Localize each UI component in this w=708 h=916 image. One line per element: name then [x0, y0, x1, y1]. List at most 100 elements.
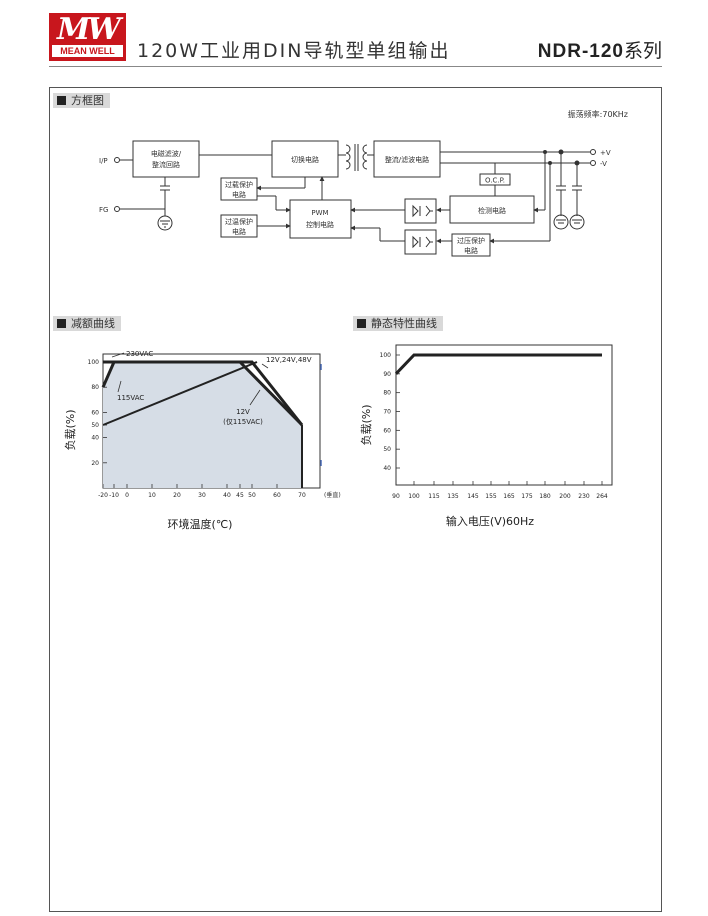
document-title: 120W工业用DIN导轨型单组输出 — [137, 40, 451, 62]
ground-symbol-icon — [157, 215, 173, 231]
static-heading: 静态特性曲线 — [353, 316, 443, 331]
y-tick-label: 100 — [88, 359, 100, 366]
x-tick-label: -10 — [109, 492, 119, 499]
y-tick-label: 90 — [383, 371, 391, 378]
content-frame — [49, 87, 662, 912]
x-tick-label: 175 — [521, 493, 533, 500]
series-suffix: 系列 — [623, 40, 662, 62]
vplus-terminal — [590, 149, 596, 155]
square-bullet-icon — [357, 319, 366, 328]
brand-logo: MW MEAN WELL — [49, 13, 126, 61]
fg-terminal — [114, 206, 120, 212]
label-115vac: 115VAC — [117, 394, 144, 402]
x-tick-label: 40 — [223, 492, 231, 499]
derating-x-ticks: -20-10 0 10 20 30 40 45 50 60 70 — [98, 484, 306, 499]
x-tick-label: 0 — [125, 492, 129, 499]
y-tick-label: 60 — [383, 427, 391, 434]
ocp-label: O.C.P. — [485, 177, 505, 185]
x-tick-label: 115 — [428, 493, 440, 500]
x-tick-label: 20 — [173, 492, 181, 499]
header-rule — [49, 66, 662, 67]
y-tick-label: 50 — [383, 446, 391, 453]
derating-xlabel: 环境温度(℃) — [168, 517, 233, 531]
x-tick-label: 50 — [248, 492, 256, 499]
vplus-label: +V — [600, 149, 611, 157]
x-tick-label: -20 — [98, 492, 108, 499]
logo-text: MEAN WELL — [52, 45, 123, 57]
y-tick-label: 80 — [91, 384, 99, 391]
y-tick-label: 80 — [383, 390, 391, 397]
x-tick-label: 155 — [485, 493, 497, 500]
ip-label: I/P — [99, 157, 108, 165]
x-tick-label: 200 — [559, 493, 571, 500]
static-xlabel: 输入电压(V)60Hz — [446, 514, 534, 528]
y-tick-label: 70 — [383, 409, 391, 416]
x-tick-label: 165 — [503, 493, 515, 500]
rectifier-block — [373, 140, 441, 178]
olp-label-1: 过载保护 — [225, 180, 253, 189]
label-230vac: 230VAC — [126, 350, 153, 358]
x-tick-label: 10 — [148, 492, 156, 499]
ip-terminal — [114, 157, 120, 163]
label-12-24-48v: 12V,24V,48V — [266, 356, 312, 364]
vminus-terminal — [590, 160, 596, 166]
rectifier-label: 整流/滤波电路 — [385, 155, 429, 164]
otp-label-2: 电路 — [232, 227, 246, 236]
x-tick-label: 264 — [596, 493, 608, 500]
x-tick-label: 90 — [392, 493, 400, 500]
y-tick-label: 20 — [91, 460, 99, 467]
optocoupler-1-icon — [404, 198, 437, 224]
y-tick-label: 60 — [91, 409, 99, 416]
ovp-block — [451, 233, 491, 257]
switching-label: 切换电路 — [291, 155, 319, 164]
static-series-line — [394, 353, 602, 375]
block-diagram: 振荡频率:70KHz I/P FG 电磁滤波/ 整流回路 切换电路 — [99, 109, 628, 257]
x-tick-label: 70 — [298, 492, 306, 499]
ovp-label-2: 电路 — [464, 246, 478, 255]
x-tick-label: 30 — [198, 492, 206, 499]
block-diagram-heading: 方框图 — [53, 93, 110, 108]
x-tick-label: 145 — [467, 493, 479, 500]
derating-heading: 减额曲线 — [53, 316, 121, 331]
emi-label-2: 整流回路 — [152, 160, 180, 169]
x-tick-label: 100 — [408, 493, 420, 500]
ovp-label-1: 过压保护 — [457, 236, 485, 245]
static-y-ticks: 40 50 60 70 80 90 100 — [380, 352, 400, 472]
y-tick-label: 100 — [380, 352, 392, 359]
y-tick-label: 40 — [383, 465, 391, 472]
derating-shaded-area — [103, 362, 302, 488]
label-12v-note: (仅115VAC) — [223, 417, 263, 426]
series-line-12-24-48v — [102, 361, 258, 426]
series-title: NDR-120系列 — [538, 36, 662, 63]
ground-symbol-icon — [553, 214, 569, 230]
square-bullet-icon — [57, 96, 66, 105]
logo-mark: MW — [57, 12, 121, 47]
pwm-label-1: PWM — [311, 209, 328, 217]
x-tick-label: 180 — [539, 493, 551, 500]
pwm-block — [289, 199, 352, 239]
x-tick-label: 60 — [273, 492, 281, 499]
derating-ylabel: 负载(%) — [63, 409, 77, 450]
series-line-12v — [238, 360, 304, 427]
y-tick-label: 40 — [91, 435, 99, 442]
ground-symbol-icon — [569, 214, 585, 230]
otp-label-1: 过温保护 — [225, 217, 253, 226]
vminus-label: -V — [600, 160, 607, 168]
static-plot-frame — [395, 344, 613, 486]
x-tick-label: 45 — [236, 492, 244, 499]
label-12v: 12V — [236, 408, 250, 416]
fg-label: FG — [99, 206, 108, 214]
square-bullet-icon — [57, 319, 66, 328]
transformer-secondary — [362, 144, 368, 170]
olp-label-2: 电路 — [232, 190, 246, 199]
emi-filter-block — [132, 140, 200, 178]
pwm-label-2: 控制电路 — [306, 220, 334, 229]
x-tick-label: 230 — [578, 493, 590, 500]
x-unit-note: (垂直) — [324, 491, 341, 499]
static-ylabel: 负载(%) — [359, 404, 373, 445]
series-line-115vac — [101, 361, 116, 388]
